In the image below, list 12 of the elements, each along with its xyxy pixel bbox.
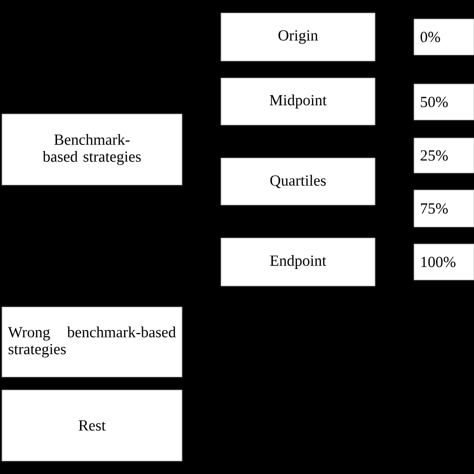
text-box: 100% bbox=[414, 244, 474, 280]
text-box: Benchmark-based strategies bbox=[2, 114, 182, 186]
text-box: Wrong benchmark-based strategies bbox=[2, 306, 182, 378]
text-box: Quartiles bbox=[220, 158, 376, 206]
text-box: 75% bbox=[414, 190, 474, 228]
text-box: 0% bbox=[414, 18, 474, 56]
text-box: Midpoint bbox=[220, 78, 376, 126]
text-box: 50% bbox=[414, 84, 474, 120]
text-box: Endpoint bbox=[220, 238, 376, 286]
text-box: Origin bbox=[220, 12, 376, 62]
text-box: 25% bbox=[414, 138, 474, 174]
text-box: Rest bbox=[2, 390, 182, 462]
